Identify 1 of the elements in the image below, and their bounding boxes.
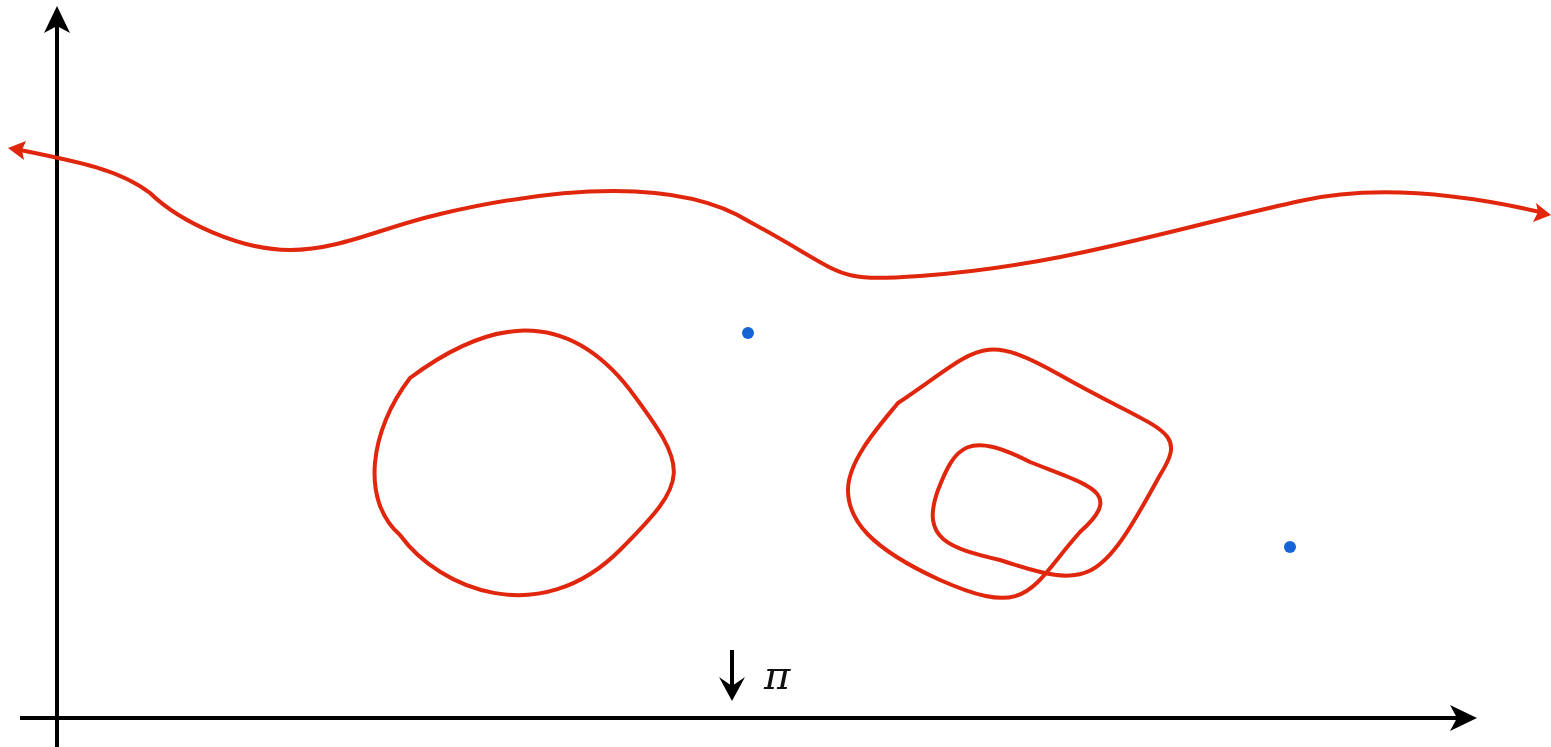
symbol-label: π (764, 655, 791, 695)
